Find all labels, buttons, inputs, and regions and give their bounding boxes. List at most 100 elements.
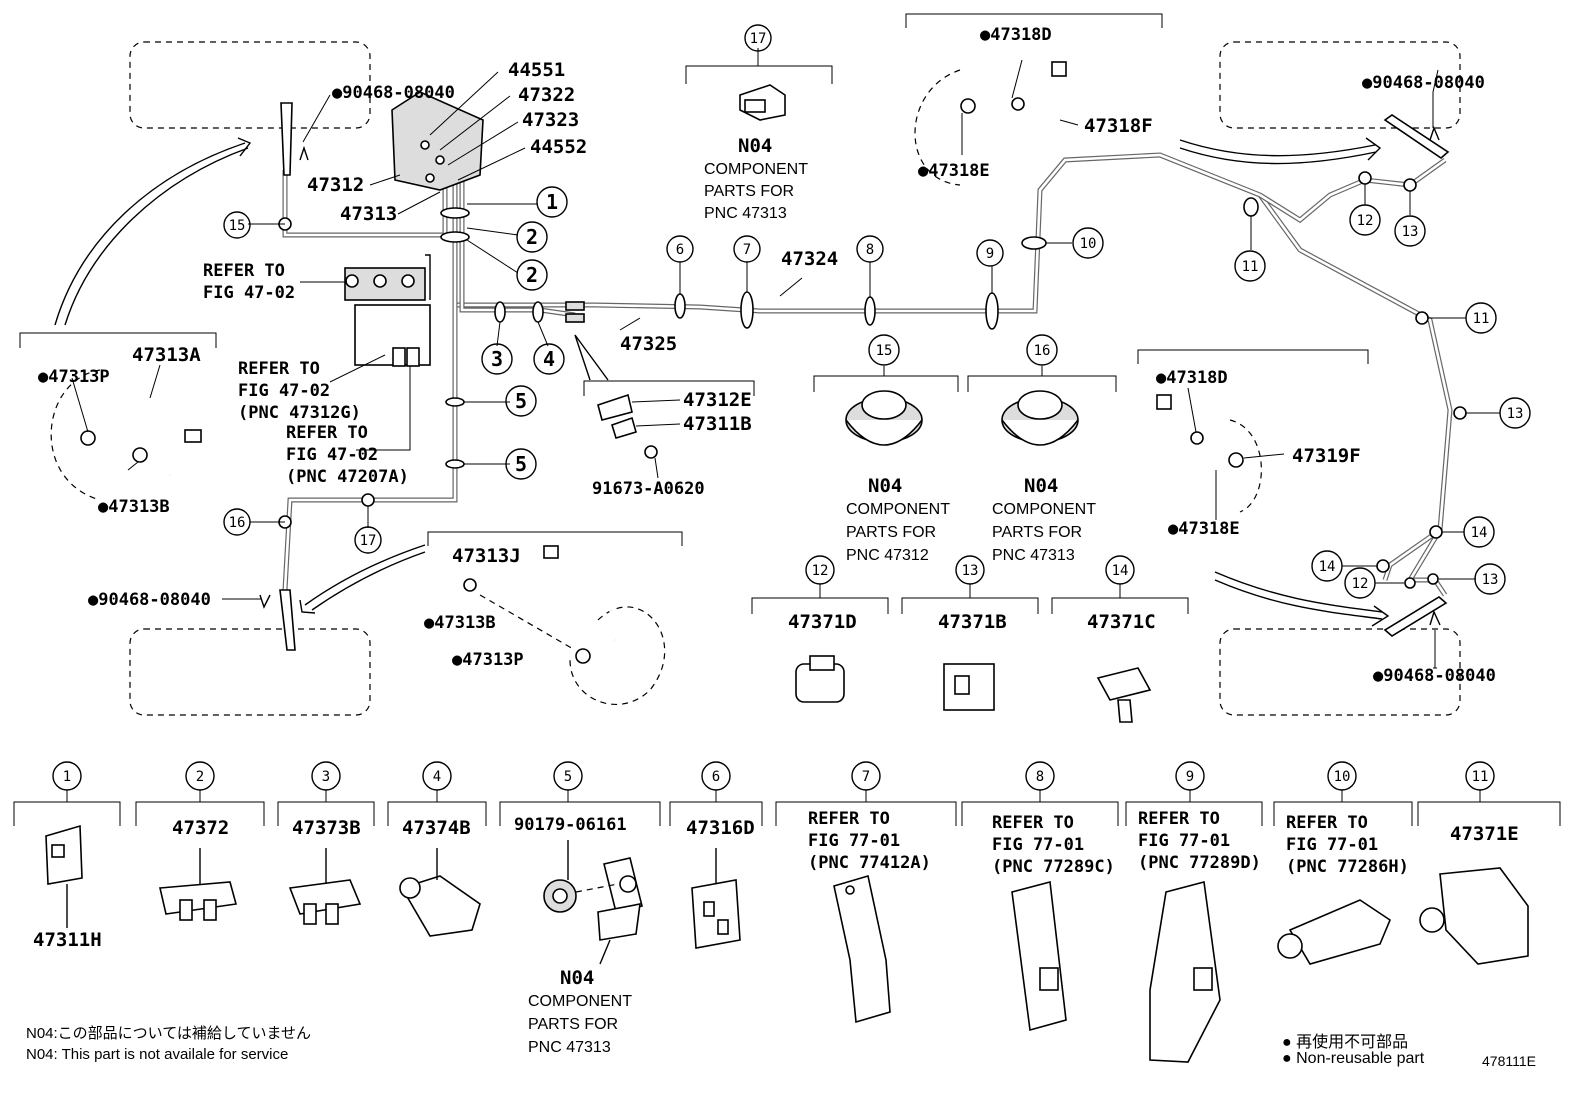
part-icons — [45, 84, 1529, 1063]
label-90468-bl: ●90468-08040 — [88, 590, 211, 610]
svg-text:FIG 77-01: FIG 77-01 — [1138, 831, 1230, 851]
callout-17: 17 — [354, 526, 382, 554]
svg-text:●47313P: ●47313P — [452, 650, 524, 670]
svg-text:(PNC 77289D): (PNC 77289D) — [1138, 853, 1261, 873]
svg-text:4: 4 — [433, 769, 441, 785]
leaders-master — [248, 71, 549, 528]
callout-14: 14 — [1311, 550, 1343, 582]
svg-text:5: 5 — [515, 452, 527, 476]
part-labels: 44551 47322 47323 44552 47312 47313 ●904… — [33, 25, 1519, 1056]
svg-text:PNC 47313: PNC 47313 — [528, 1039, 611, 1056]
svg-text:8: 8 — [866, 242, 874, 258]
svg-text:47318F: 47318F — [1084, 115, 1153, 137]
callout-7: 7 — [851, 761, 881, 791]
svg-text:N04: N04 — [560, 967, 594, 989]
svg-text:47325: 47325 — [620, 333, 677, 355]
callout-4: 4 — [533, 343, 565, 375]
svg-text:5: 5 — [515, 389, 527, 413]
svg-text:●47313B: ●47313B — [424, 613, 496, 633]
callout-11: 11 — [1465, 761, 1495, 791]
svg-text:3: 3 — [491, 347, 503, 371]
svg-text:PARTS FOR: PARTS FOR — [846, 524, 936, 541]
callout-4: 4 — [422, 761, 452, 791]
hose-fittings-left — [222, 94, 331, 651]
svg-text:(PNC 77412A): (PNC 77412A) — [808, 853, 931, 873]
svg-text:9: 9 — [986, 246, 994, 262]
callout-12: 12 — [1344, 567, 1376, 599]
callout-13: 13 — [1394, 215, 1426, 247]
svg-text:1: 1 — [63, 769, 71, 785]
callout-15: 15 — [223, 211, 251, 239]
svg-text:PARTS FOR: PARTS FOR — [704, 183, 794, 200]
callout-6: 6 — [701, 761, 731, 791]
flex-hose-47319F — [1156, 387, 1285, 520]
callout-5: 5 — [505, 385, 537, 417]
callout-11: 11 — [1465, 302, 1497, 334]
svg-text:●47313B: ●47313B — [98, 497, 170, 517]
svg-text:8: 8 — [1036, 769, 1044, 785]
svg-text:12: 12 — [1357, 213, 1374, 229]
svg-text:●47318D: ●47318D — [980, 25, 1052, 45]
svg-text:FIG 77-01: FIG 77-01 — [1286, 835, 1378, 855]
svg-text:15: 15 — [229, 218, 246, 234]
svg-text:14: 14 — [1319, 559, 1336, 575]
svg-text:FIG 47-02: FIG 47-02 — [203, 283, 295, 303]
svg-text:PARTS FOR: PARTS FOR — [528, 1016, 618, 1033]
label-90468-br: ●90468-08040 — [1373, 666, 1496, 686]
callout-1: 1 — [536, 186, 568, 218]
svg-text:REFER TO: REFER TO — [286, 423, 368, 443]
hose-fittings-right — [1383, 92, 1450, 668]
callout-circles: 1 2 2 3 4 5 5 15 16 17 17 6 7 8 9 10 11 … — [52, 24, 1531, 791]
svg-text:47374B: 47374B — [402, 817, 471, 839]
svg-text:13: 13 — [1482, 572, 1499, 588]
svg-text:90179-06161: 90179-06161 — [514, 815, 627, 835]
svg-text:47324: 47324 — [781, 248, 838, 270]
svg-text:47313A: 47313A — [132, 344, 201, 366]
svg-text:47371C: 47371C — [1087, 611, 1156, 633]
svg-text:47372: 47372 — [172, 817, 229, 839]
svg-text:12: 12 — [812, 563, 829, 579]
svg-text:N04: N04 — [868, 475, 902, 497]
svg-text:FIG 47-02: FIG 47-02 — [238, 381, 330, 401]
note-en: N04: This part is not availale for servi… — [26, 1046, 289, 1063]
callout-13: 13 — [1474, 563, 1506, 595]
svg-text:47311B: 47311B — [683, 413, 752, 435]
svg-text:●47313P: ●47313P — [38, 367, 110, 387]
label-47313: 47313 — [340, 203, 397, 225]
svg-text:47371E: 47371E — [1450, 823, 1519, 845]
svg-text:●47318E: ●47318E — [1168, 519, 1240, 539]
callout-3: 3 — [311, 761, 341, 791]
svg-text:47316D: 47316D — [686, 817, 755, 839]
pipe-callout-leaders — [619, 69, 1500, 669]
label-90468-tl: ●90468-08040 — [332, 83, 455, 103]
callout-12: 12 — [1349, 204, 1381, 236]
svg-text:13: 13 — [962, 563, 979, 579]
callout-5: 5 — [553, 761, 583, 791]
svg-text:11: 11 — [1473, 311, 1490, 327]
svg-text:COMPONENT: COMPONENT — [992, 501, 1096, 518]
callout-9: 9 — [1175, 761, 1205, 791]
svg-text:(PNC 77286H): (PNC 77286H) — [1286, 857, 1409, 877]
callout-2: 2 — [185, 761, 215, 791]
svg-text:FIG 77-01: FIG 77-01 — [808, 831, 900, 851]
svg-text:5: 5 — [564, 769, 572, 785]
svg-text:(PNC 47207A): (PNC 47207A) — [286, 467, 409, 487]
label-44552: 44552 — [530, 136, 587, 158]
callout-17: 17 — [744, 24, 772, 52]
svg-text:●47318E: ●47318E — [918, 161, 990, 181]
vehicle-body-outlines — [129, 41, 1461, 716]
svg-text:16: 16 — [1034, 343, 1051, 359]
svg-text:47371D: 47371D — [788, 611, 857, 633]
svg-text:12: 12 — [1352, 576, 1369, 592]
svg-text:REFER TO: REFER TO — [238, 359, 320, 379]
callout-16: 16 — [1026, 334, 1058, 366]
svg-text:(PNC 77289C): (PNC 77289C) — [992, 857, 1115, 877]
pipe-clamps — [278, 171, 1467, 589]
svg-text:1: 1 — [546, 190, 558, 214]
label-47323: 47323 — [522, 109, 579, 131]
svg-text:91673-A0620: 91673-A0620 — [592, 479, 705, 499]
svg-text:2: 2 — [196, 769, 204, 785]
callout-13: 13 — [1499, 397, 1531, 429]
pointer-arrows — [54, 137, 1390, 627]
